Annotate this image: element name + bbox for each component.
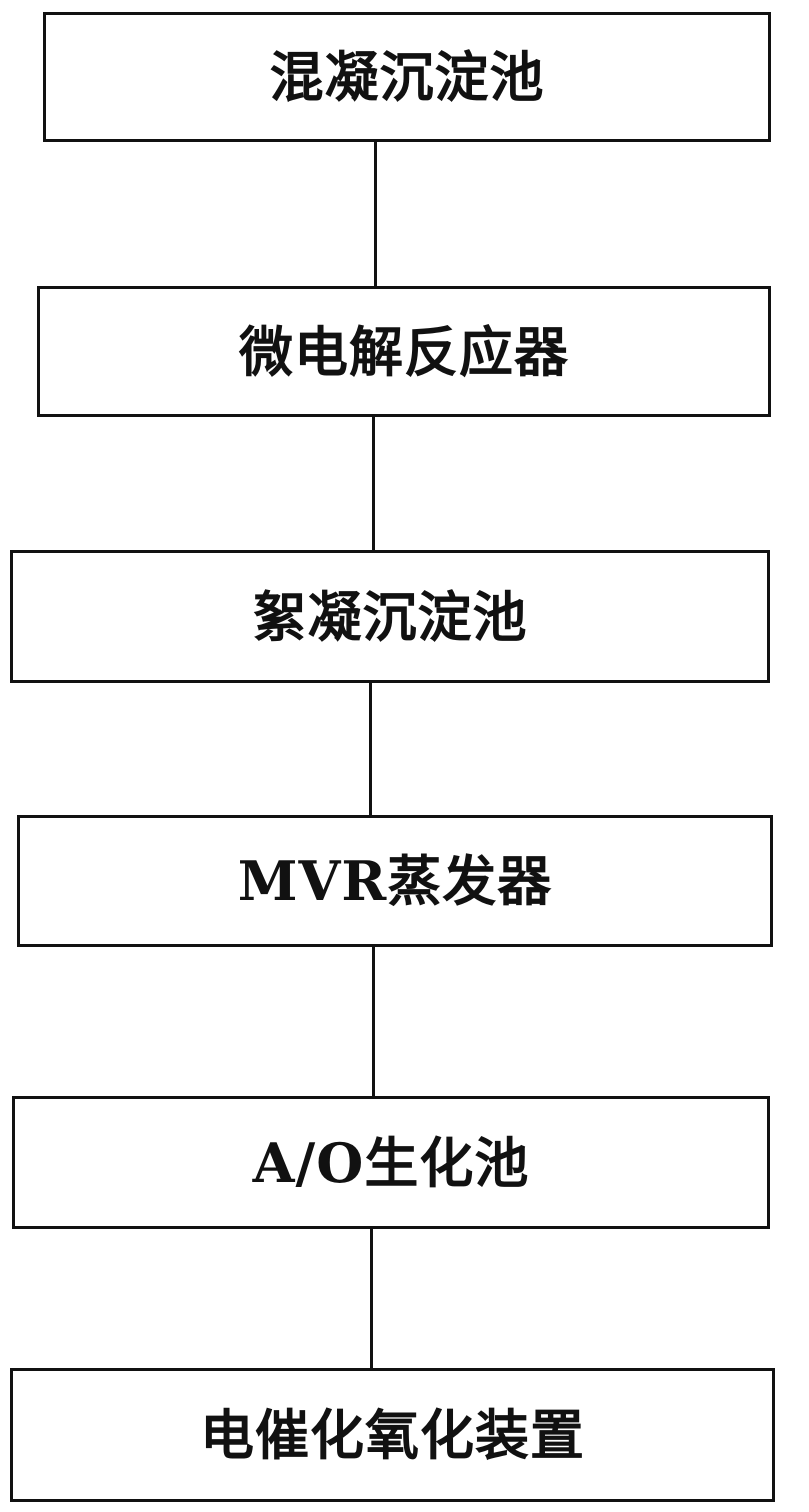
connector-line xyxy=(372,417,375,553)
connector-line xyxy=(370,1229,373,1371)
connector-line xyxy=(374,142,377,289)
step-label: 絮凝沉淀池 xyxy=(252,584,528,649)
step-box-mvr-evaporator: MVR蒸发器 xyxy=(17,815,773,947)
step-box-coagulation-sedimentation-tank: 混凝沉淀池 xyxy=(43,12,771,142)
step-box-ao-biochemical-tank: A/O生化池 xyxy=(12,1096,770,1229)
step-box-electrocatalytic-oxidation-device: 电催化氧化装置 xyxy=(10,1368,775,1502)
step-box-micro-electrolysis-reactor: 微电解反应器 xyxy=(37,286,771,417)
connector-line xyxy=(369,683,372,818)
step-label: MVR蒸发器 xyxy=(237,849,553,913)
connector-line xyxy=(372,947,375,1099)
step-label: 混凝沉淀池 xyxy=(269,45,545,109)
step-box-flocculation-sedimentation-tank: 絮凝沉淀池 xyxy=(10,550,770,683)
step-label: 微电解反应器 xyxy=(239,319,569,384)
step-label: 电催化氧化装置 xyxy=(200,1403,585,1467)
step-label: A/O生化池 xyxy=(252,1130,530,1195)
